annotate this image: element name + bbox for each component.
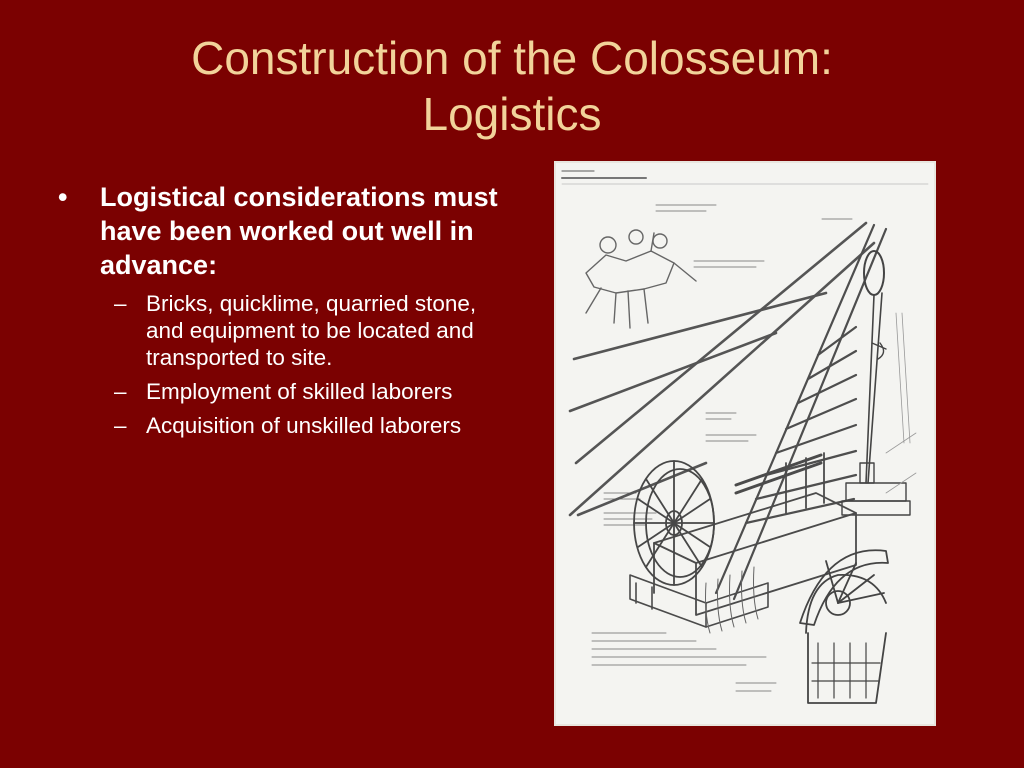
- crane-mast: [714, 223, 888, 601]
- dash-marker: –: [114, 379, 127, 404]
- slide-title: Construction of the Colosseum: Logistics: [40, 30, 984, 142]
- gear-wheel: [799, 549, 889, 704]
- treadwheel: [633, 460, 715, 586]
- winch-frame: [653, 452, 857, 616]
- crane-illustration: [556, 163, 934, 724]
- annotation-marks: [591, 204, 853, 692]
- sub-bullet-text: Acquisition of unskilled laborers: [146, 413, 462, 438]
- sub-bullet-skilled: – Employment of skilled laborers: [58, 378, 508, 405]
- title-line-1: Construction of the Colosseum:: [191, 32, 833, 84]
- title-line-2: Logistics: [422, 88, 602, 140]
- pulley-hook: [841, 250, 911, 516]
- dash-marker: –: [114, 291, 127, 316]
- bullet-marker: •: [58, 182, 68, 212]
- workers-sketch: [585, 229, 697, 329]
- bullet-main-text: Logistical considerations must have been…: [100, 182, 498, 280]
- bullet-main: • Logistical considerations must have be…: [58, 180, 508, 282]
- dash-marker: –: [114, 413, 127, 438]
- bullet-list: • Logistical considerations must have be…: [58, 180, 508, 446]
- crane-drawing: [561, 170, 929, 704]
- sub-bullet-unskilled: – Acquisition of unskilled laborers: [58, 412, 508, 439]
- long-poles: [568, 221, 876, 517]
- crane-base: [629, 574, 769, 628]
- hatching: [885, 312, 917, 494]
- figure-caption-marks: [561, 170, 929, 185]
- sub-bullet-list: – Bricks, quicklime, quarried stone, and…: [58, 290, 508, 439]
- sub-bullet-materials: – Bricks, quicklime, quarried stone, and…: [58, 290, 508, 371]
- ropes: [705, 566, 759, 634]
- sub-bullet-text: Bricks, quicklime, quarried stone, and e…: [146, 291, 477, 370]
- sub-bullet-text: Employment of skilled laborers: [146, 379, 453, 404]
